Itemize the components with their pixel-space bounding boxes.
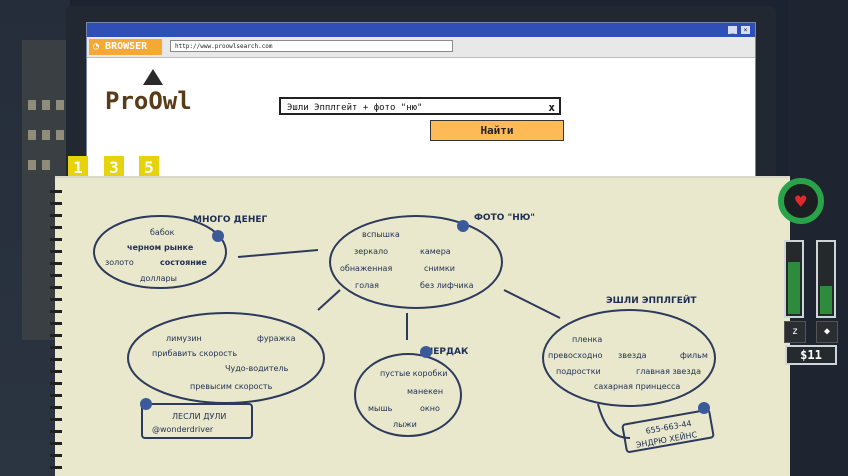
money-title: МНОГО ДЕНЕГ xyxy=(193,215,268,225)
health-ring: ♥ xyxy=(778,178,824,224)
phone-card xyxy=(621,409,715,453)
find-button[interactable]: Найти xyxy=(430,120,564,141)
food-icon[interactable]: ◆ xyxy=(816,321,838,343)
notebook-spiral xyxy=(50,190,62,476)
search-tag-icon xyxy=(212,230,224,242)
search-tag-icon xyxy=(457,220,469,232)
photo-item: зеркало xyxy=(354,247,388,256)
ashley-item: фильм xyxy=(680,351,708,360)
attic-bubble xyxy=(354,353,462,437)
search-tag-icon xyxy=(420,346,432,358)
photo-title: ФОТО "НЮ" xyxy=(474,213,535,223)
money-item: доллары xyxy=(140,274,177,283)
ashley-item: сахарная принцесса xyxy=(594,382,680,391)
attic-item: манекен xyxy=(407,387,443,396)
address-bar[interactable]: http://www.proowlsearch.com xyxy=(170,40,453,52)
ashley-item: пленка xyxy=(572,335,602,344)
money-item: золото xyxy=(105,258,134,267)
connector-driver-photo xyxy=(317,289,341,311)
attic-title: ЧЕРДАК xyxy=(426,347,469,357)
contact-card xyxy=(141,403,253,439)
energy-meter-right xyxy=(816,240,836,318)
photo-item: голая xyxy=(355,281,379,290)
attic-item: лыжи xyxy=(393,420,417,429)
chat-bubble-icon xyxy=(140,398,152,410)
driver-item: фуражка xyxy=(257,334,296,343)
browser-brand: ◔ BROWSER xyxy=(89,39,162,55)
money-bubble xyxy=(93,215,227,289)
ashley-item: главная звезда xyxy=(636,367,701,376)
attic-item: мышь xyxy=(368,404,393,413)
photo-item: вспышка xyxy=(362,230,400,239)
money-item: черном рынке xyxy=(127,243,194,252)
phone-icon xyxy=(698,402,710,414)
photo-item: снимки xyxy=(424,264,455,273)
ashley-title: ЭШЛИ ЭППЛГЕЙТ xyxy=(606,294,697,306)
browser-window: _ × ◔ BROWSER http://www.proowlsearch.co… xyxy=(86,22,756,194)
clear-search-icon[interactable]: x xyxy=(548,101,555,114)
heart-icon: ♥ xyxy=(795,191,807,213)
ashley-item: подростки xyxy=(556,367,601,376)
ashley-item: превосходно xyxy=(548,351,603,360)
ashley-item: звезда xyxy=(618,351,647,360)
attic-item: окно xyxy=(420,404,440,413)
sleep-icon[interactable]: z xyxy=(784,321,806,343)
connector-ashley-phone xyxy=(597,403,631,439)
money-counter: $11 xyxy=(785,345,837,365)
wizard-hat-icon xyxy=(143,69,163,85)
driver-item: лимузин xyxy=(166,334,202,343)
attic-item: пустые коробки xyxy=(380,369,447,378)
money-item: бабок xyxy=(150,228,175,237)
search-input-value: Эшли Эпплгейт + фото "ню" xyxy=(287,103,423,113)
notebook-page xyxy=(55,178,790,476)
driver-item: превысим скорость xyxy=(190,382,273,391)
contact-handle: @wonderdriver xyxy=(152,425,214,434)
connector-photo-ashley xyxy=(503,289,561,319)
energy-meter-left xyxy=(784,240,804,318)
photo-item: камера xyxy=(420,247,451,256)
ashley-bubble xyxy=(542,309,716,407)
contact-name: ЛЕСЛИ ДУЛИ xyxy=(172,412,226,421)
browser-titlebar: _ × xyxy=(87,23,755,37)
browser-brand-label: BROWSER xyxy=(105,41,148,52)
driver-item: Чудо-водитель xyxy=(225,364,289,373)
close-icon[interactable]: × xyxy=(741,26,750,34)
connector-money-photo xyxy=(237,249,319,258)
driver-item: прибавить скорость xyxy=(152,349,237,358)
browser-toolbar: ◔ BROWSER http://www.proowlsearch.com xyxy=(87,37,755,58)
photo-bubble xyxy=(329,215,503,309)
photo-item: без лифчика xyxy=(420,281,474,290)
photo-item: обнаженная xyxy=(340,264,392,273)
energy-meter-right-fill xyxy=(820,286,832,314)
energy-meter-left-fill xyxy=(788,261,800,314)
search-input[interactable]: Эшли Эпплгейт + фото "ню" x xyxy=(279,97,561,115)
money-item: состояние xyxy=(160,258,207,267)
minimize-icon[interactable]: _ xyxy=(728,26,737,34)
proowl-logo: ProOwl xyxy=(105,87,192,115)
background-right xyxy=(788,0,848,476)
